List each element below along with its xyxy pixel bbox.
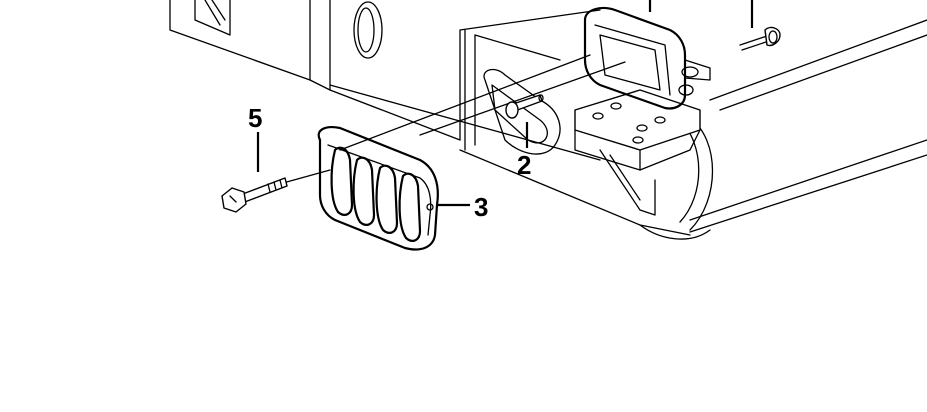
part-3-lens-cover [317,126,439,251]
part-5-bolt [221,177,288,213]
lamp-housing [583,0,754,110]
callout-number-5: 5 [248,103,262,133]
frame-crossmember [169,0,927,240]
part-2-pin [505,94,544,119]
left-bracket [194,0,231,36]
oval-slot [353,1,383,59]
lamp-bracket-block [574,89,701,216]
bolt-top-right [739,26,781,51]
callout-number-2: 2 [517,150,531,180]
callout-number-3: 3 [474,192,488,222]
callout-leaders [256,122,529,207]
